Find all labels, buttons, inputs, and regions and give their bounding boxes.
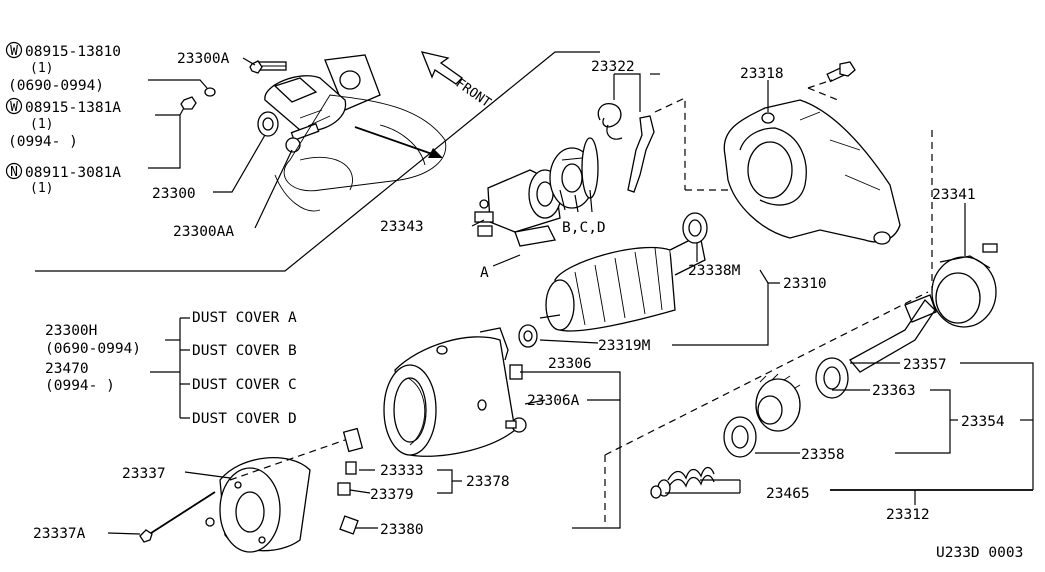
fastener-part-08911-3081A: 08911-3081A: [25, 165, 121, 181]
through-bolt-icon: [139, 529, 153, 543]
shift-lever-icon: [627, 115, 655, 193]
label-23337A: 23337A: [33, 526, 86, 542]
bearing-icon-4: [723, 416, 757, 458]
section-divider: [35, 51, 600, 272]
nut-symbol-letter: N: [10, 165, 18, 180]
front-label: FRONT: [453, 76, 494, 111]
fastener-part-08915-1381A: 08915-1381A: [25, 100, 121, 116]
label-23300H-range: (0690-0994): [45, 341, 141, 357]
label-23300AA: 23300AA: [173, 224, 234, 240]
label-23306: 23306: [548, 356, 592, 372]
lever-and-housing: [597, 61, 933, 290]
fastener-list: W 08915-13810 (1) (0690-0994) W 08915-13…: [5, 41, 208, 196]
callout-labels: 23300A 23300 23300AA 23322 23318 23343 B…: [33, 51, 1023, 561]
gear-icon: [755, 378, 801, 432]
brush-icon: [337, 482, 351, 496]
label-23343: 23343: [380, 219, 424, 235]
label-23300H: 23300H: [45, 323, 97, 339]
label-23310: 23310: [783, 276, 827, 292]
label-23312: 23312: [886, 507, 930, 523]
mounted-starter-drawing: [180, 54, 447, 229]
washer-symbol-icon: [5, 97, 23, 115]
label-23470: 23470: [45, 361, 89, 377]
dust-cover-b: DUST COVER B: [192, 343, 297, 359]
fastener-qty-2: (1): [30, 117, 53, 132]
label-23322: 23322: [591, 59, 635, 75]
front-direction-indicator: FRONT: [420, 51, 494, 111]
label-a: A: [480, 265, 489, 281]
label-23318: 23318: [740, 66, 784, 82]
fastener-part-08915-13810: 08915-13810: [25, 44, 121, 60]
washer-icon: [204, 87, 216, 97]
label-23378: 23378: [466, 474, 510, 490]
label-23470-range: (0994- ): [45, 378, 115, 394]
label-23338M: 23338M: [688, 263, 741, 279]
armature-core-icon: [554, 246, 676, 332]
front-housing-icon: [723, 99, 901, 243]
end-frame: [107, 427, 462, 553]
fastener-qty-3: (1): [30, 181, 53, 196]
nut-icon: [180, 96, 197, 110]
label-23379: 23379: [370, 487, 414, 503]
dust-cover-d: DUST COVER D: [192, 411, 297, 427]
yoke: [383, 327, 621, 529]
label-23358: 23358: [801, 447, 845, 463]
spring-icon: [667, 466, 715, 481]
bearing-icon-2: [518, 324, 538, 348]
dust-cover-c: DUST COVER C: [192, 377, 297, 393]
bearing-icon: [682, 212, 708, 244]
brush-holder-icon: [342, 427, 364, 453]
washer-symbol-letter-2: W: [10, 100, 18, 115]
label-23465: 23465: [766, 486, 810, 502]
label-23333: 23333: [380, 463, 424, 479]
fastener-qty-1: (1): [30, 61, 53, 76]
drive-assembly: [604, 203, 1034, 525]
spring-clip-icon: [597, 103, 622, 128]
label-23354: 23354: [961, 414, 1005, 430]
drive-housing-icon: [931, 256, 997, 328]
nut-symbol-icon: [5, 162, 23, 180]
dust-cover-legend: [150, 317, 190, 419]
fastener-range-2: (0994- ): [8, 134, 78, 150]
fastener-range-1: (0690-0994): [8, 78, 104, 94]
label-23380: 23380: [380, 522, 424, 538]
washer-symbol-letter: W: [10, 44, 18, 59]
label-23319M: 23319M: [598, 338, 651, 354]
diagram-code: U233D 0003: [936, 545, 1023, 561]
dust-cover-a: DUST COVER A: [192, 310, 297, 326]
label-23341: 23341: [932, 187, 976, 203]
label-23306A: 23306A: [527, 393, 580, 409]
label-23357: 23357: [903, 357, 947, 373]
label-23300A: 23300A: [177, 51, 230, 67]
bearing-icon-3: [815, 357, 849, 399]
armature: [518, 212, 780, 348]
label-23337: 23337: [122, 466, 166, 482]
brush-icon-2: [339, 515, 359, 535]
washer-symbol-icon: [5, 41, 23, 59]
plunger-icon: [514, 225, 556, 247]
label-23300: 23300: [152, 186, 196, 202]
solenoid: [471, 137, 599, 267]
label-bcd: B,C,D: [562, 220, 606, 236]
front-arrow-icon: [420, 51, 464, 85]
label-23363: 23363: [872, 383, 916, 399]
